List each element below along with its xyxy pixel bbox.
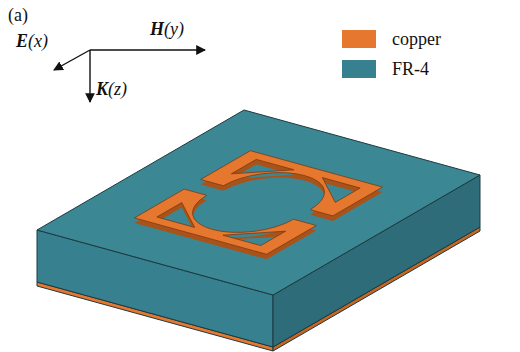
legend-swatch bbox=[342, 30, 376, 48]
legend-swatch bbox=[342, 60, 376, 78]
substrate bbox=[37, 110, 480, 351]
axis-label: E(x) bbox=[16, 32, 48, 50]
axis-label: K(z) bbox=[96, 80, 127, 98]
panel-label: (a) bbox=[8, 6, 28, 24]
legend-text: copper bbox=[392, 30, 441, 48]
axes bbox=[54, 50, 205, 102]
split-ring-resonator bbox=[134, 151, 382, 260]
axis-label: H(y) bbox=[150, 20, 184, 38]
legend-text: FR-4 bbox=[392, 60, 429, 78]
